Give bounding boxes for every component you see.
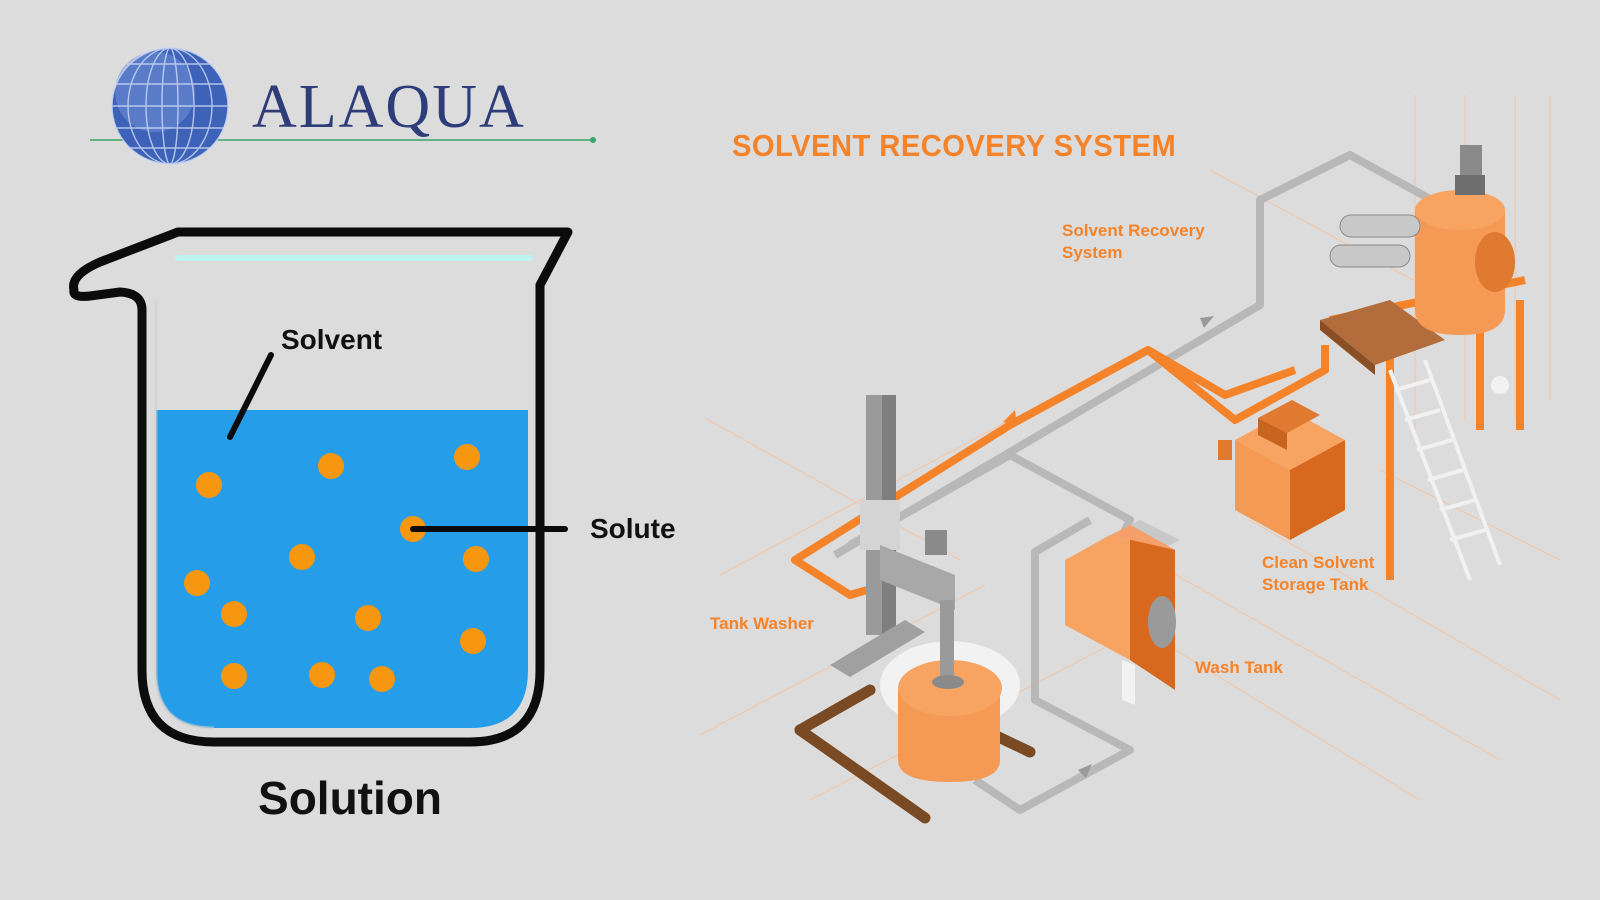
tank-washer (794, 395, 1036, 824)
beaker-title: Solution (258, 772, 442, 824)
beaker (69, 227, 573, 747)
solute-label: Solute (590, 513, 676, 544)
flow-arrow-icon (1200, 316, 1214, 328)
system-title: SOLVENT RECOVERY SYSTEM (732, 128, 1177, 163)
wash-tank (1065, 520, 1180, 705)
clean-solvent-storage-label: Clean Solvent Storage Tank (1262, 553, 1375, 594)
flow-arrow-icon (1078, 764, 1092, 778)
solute-particle (221, 601, 247, 627)
solute-particle (289, 544, 315, 570)
solvent-liquid (156, 410, 528, 728)
orange-supply-pipe (791, 345, 1329, 599)
solvent-pointer-line (227, 352, 274, 440)
flow-arrow-icon (1003, 410, 1017, 426)
clean-solvent-storage-tank (1218, 400, 1345, 540)
globe-logo-icon (90, 47, 596, 165)
solute-particle (454, 444, 480, 470)
solute-particle (196, 472, 222, 498)
solute-particle (184, 570, 210, 596)
wash-tank-label: Wash Tank (1195, 658, 1283, 677)
ladder (1388, 359, 1502, 581)
solvent-recovery-label: Solvent Recovery System (1062, 221, 1205, 262)
solute-particle (460, 628, 486, 654)
solute-particle (463, 546, 489, 572)
solute-particle (309, 662, 335, 688)
floor-grid-lines (699, 95, 1561, 801)
tank-washer-label: Tank Washer (710, 614, 814, 633)
solute-particles (184, 444, 489, 692)
solute-particle (318, 453, 344, 479)
solvent-label: Solvent (281, 324, 383, 355)
solute-particle (355, 605, 381, 631)
brand-name: ALAQUA (252, 73, 526, 141)
solute-particle (369, 666, 395, 692)
solvent-recovery-unit (1320, 145, 1526, 581)
solute-particle (221, 663, 247, 689)
